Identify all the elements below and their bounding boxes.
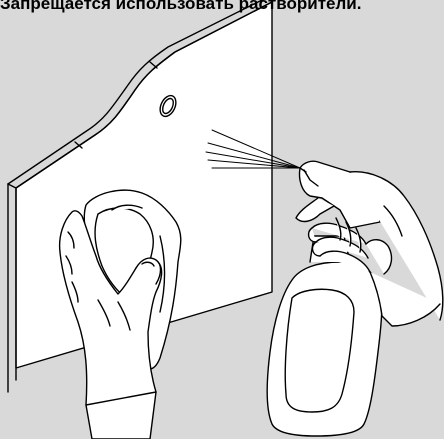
warning-caption: Запрещается использовать растворители. — [0, 0, 444, 14]
spray-bottle-hand — [267, 161, 443, 436]
hand-with-cloth — [60, 190, 181, 439]
